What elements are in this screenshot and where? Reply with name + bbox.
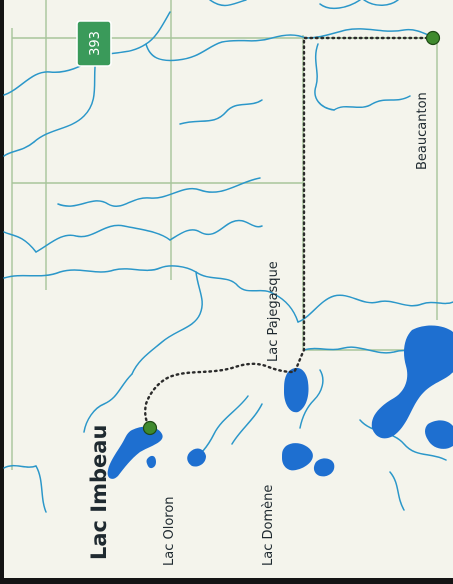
lake-small-east [425, 420, 453, 449]
lakes [107, 325, 453, 479]
lac-imbeau-marker[interactable] [142, 420, 158, 436]
lake-tiny [146, 455, 156, 469]
label-lac-pajegasque: Lac Pajegasque [266, 261, 281, 362]
lake-domene [282, 443, 313, 471]
lake-oloron-small [187, 448, 206, 467]
route-shield-icon[interactable]: 393 [76, 20, 112, 67]
lake-large [371, 325, 453, 439]
label-lac-domene: Lac Domène [261, 485, 276, 566]
lake-domene-small [313, 458, 335, 477]
label-lac-oloron: Lac Oloron [162, 496, 177, 566]
trail-route [144, 36, 435, 430]
grid-lines [11, 0, 438, 470]
land-background [4, 0, 453, 578]
route-shield-label: 393 [88, 31, 103, 56]
label-beaucanton: Beaucanton [415, 92, 430, 170]
beaucanton-marker[interactable] [425, 30, 441, 46]
rivers [3, 0, 453, 513]
lake-imbeau [107, 426, 163, 479]
lake-pajegasque [284, 367, 309, 413]
label-lac-imbeau: Lac Imbeau [87, 425, 111, 560]
